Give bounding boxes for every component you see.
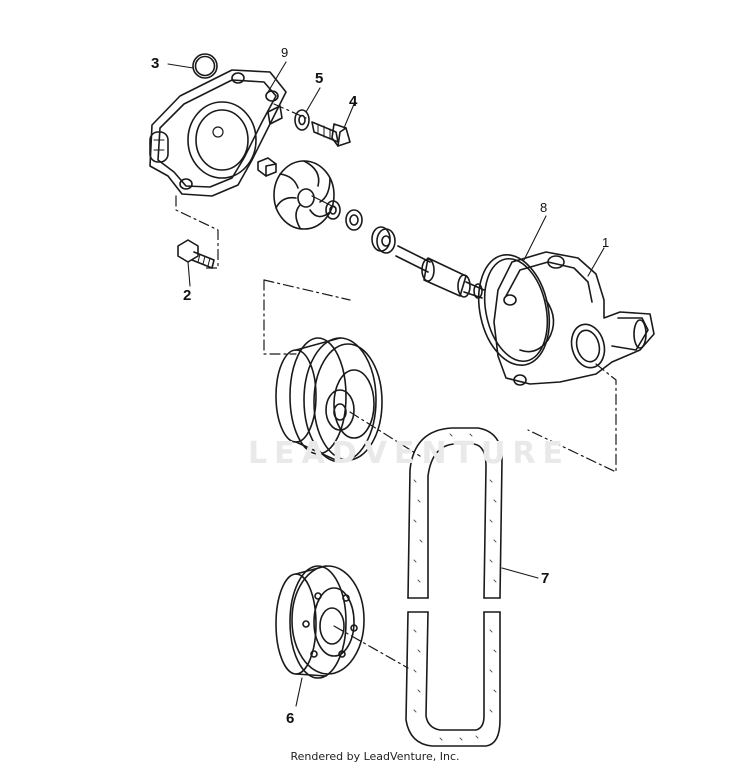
- bolt-part-4: [311, 121, 351, 147]
- callout-7: 7: [541, 570, 550, 587]
- washer-part-5: [294, 109, 310, 131]
- callout-9: 9: [281, 45, 289, 60]
- watermark-text: LEADVENTURE: [248, 436, 570, 471]
- shaft-seal-parts: [325, 200, 396, 254]
- pump-pulley: [275, 337, 383, 463]
- impeller-nut: [257, 157, 277, 177]
- pump-shaft-bearing: [395, 245, 485, 299]
- belt-speckle: [413, 433, 497, 741]
- callout-1: 1: [602, 235, 610, 250]
- callout-5: 5: [315, 70, 324, 87]
- callout-4: 4: [349, 93, 358, 110]
- callout-8: 8: [540, 200, 548, 215]
- v-belt-part-7: [405, 427, 503, 747]
- o-ring-part-3: [192, 53, 218, 79]
- impeller: [273, 160, 337, 230]
- crank-pulley-part-6: [275, 565, 365, 679]
- render-credit: Rendered by LeadVenture, Inc.: [290, 750, 460, 763]
- leader-lines: [167, 61, 605, 707]
- assembly-centerlines: [175, 103, 617, 669]
- callout-6: 6: [286, 710, 295, 727]
- callout-3: 3: [151, 55, 160, 72]
- callout-2: 2: [183, 287, 192, 304]
- pump-housing-part-1: [493, 251, 655, 386]
- screw-part-2: [177, 239, 215, 269]
- pump-cover-part-9: [149, 69, 287, 197]
- gasket-part-8: [477, 253, 551, 367]
